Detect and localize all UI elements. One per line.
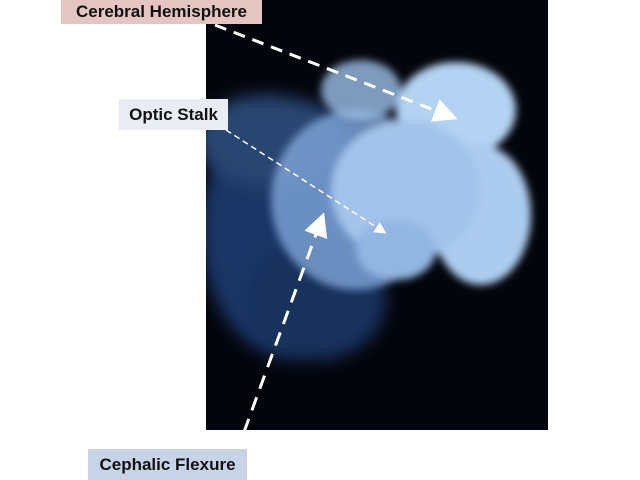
- optic-stalk-label: Optic Stalk: [119, 99, 228, 130]
- cephalic-flexure-label: Cephalic Flexure: [88, 449, 247, 480]
- embryo-illustration: [206, 60, 531, 360]
- cerebral-hemisphere-label: Cerebral Hemisphere: [61, 0, 262, 24]
- embryo-photo: [206, 0, 548, 430]
